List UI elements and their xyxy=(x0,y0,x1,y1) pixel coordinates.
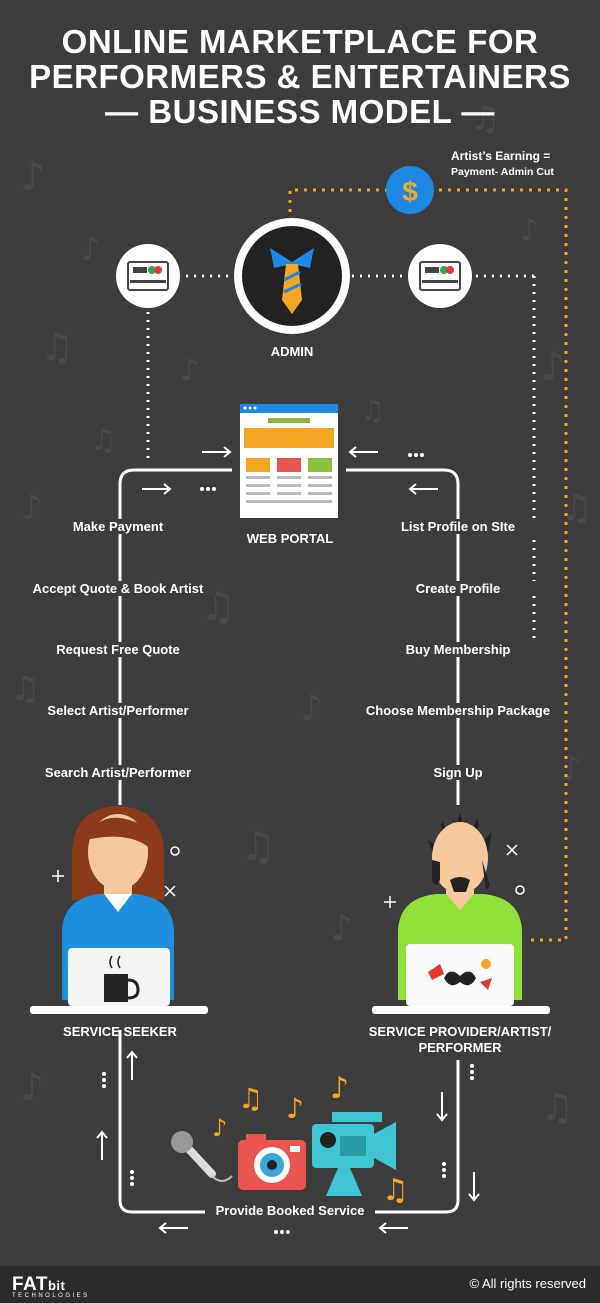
admin-label: ADMIN xyxy=(270,344,314,359)
page-title: ONLINE MARKETPLACE FOR PERFORMERS & ENTE… xyxy=(0,24,600,129)
svg-text:♪: ♪ xyxy=(80,230,100,268)
logo-subtitle: TECHNOLOGIES xyxy=(12,1293,90,1299)
earnings-flow-line xyxy=(288,188,568,942)
svg-text:♪: ♪ xyxy=(330,908,353,949)
svg-text:♪: ♪ xyxy=(180,353,199,388)
sparkle-decor xyxy=(52,844,525,908)
svg-text:♫: ♫ xyxy=(40,325,74,369)
seeker-step-5: Search Artist/Performer xyxy=(20,765,216,780)
camera-icon xyxy=(238,1134,306,1190)
copyright-text: © All rights reserved xyxy=(469,1276,586,1291)
music-note-icon: ♫ ♪ ♪ ♪ ♫ xyxy=(212,1071,409,1208)
artist-earning-note: Artist’s Earning = Payment- Admin Cut xyxy=(451,148,554,180)
svg-text:♫: ♫ xyxy=(90,423,117,458)
svg-text:♫: ♫ xyxy=(238,1082,263,1115)
web-portal-label: WEB PORTAL xyxy=(246,531,334,546)
svg-text:♪: ♪ xyxy=(300,688,323,729)
provider-step-2: Create Profile xyxy=(360,581,556,596)
seeker-flow-line xyxy=(118,468,232,805)
flow-arrows xyxy=(96,446,480,1234)
footer: FATbit TECHNOLOGIES © All rights reserve… xyxy=(0,1266,600,1303)
svg-text:$: $ xyxy=(402,176,418,207)
svg-text:♪: ♪ xyxy=(20,488,43,529)
provider-step-3: Buy Membership xyxy=(360,642,556,657)
logo-bit: bit xyxy=(47,1278,66,1293)
svg-text:♪: ♪ xyxy=(330,1071,349,1106)
provider-step-5: Sign Up xyxy=(360,765,556,780)
svg-text:♪: ♪ xyxy=(212,1114,227,1142)
seeker-step-2: Accept Quote & Book Artist xyxy=(20,581,216,596)
earning-formula-label: Artist’s Earning = xyxy=(451,149,551,163)
service-seeker-avatar xyxy=(30,806,208,1014)
payment-card-icon xyxy=(116,244,180,308)
svg-text:♪: ♪ xyxy=(20,1065,44,1109)
bottom-right-line xyxy=(370,1060,460,1214)
flow-dots xyxy=(102,453,474,1234)
earning-formula-value: Payment- Admin Cut xyxy=(451,166,554,178)
provider-step-4: Choose Membership Package xyxy=(360,703,556,718)
title-line-1: ONLINE MARKETPLACE FOR xyxy=(61,23,539,60)
coffee-mug-icon xyxy=(104,955,140,1002)
provider-step-1: List Profile on SIte xyxy=(360,519,556,534)
mustache-icon xyxy=(428,959,492,990)
title-line-3: — BUSINESS MODEL — xyxy=(105,93,495,130)
svg-text:♪: ♪ xyxy=(540,344,566,390)
dollar-icon: $ xyxy=(386,166,434,214)
svg-text:♫: ♫ xyxy=(382,1173,409,1208)
service-provider-avatar xyxy=(372,812,550,1014)
seeker-step-4: Select Artist/Performer xyxy=(20,703,216,718)
service-provider-label: SERVICE PROVIDER/ARTIST/ PERFORMER xyxy=(360,1024,560,1056)
svg-text:♫: ♫ xyxy=(240,824,276,870)
video-camera-icon xyxy=(312,1112,396,1196)
service-seeker-label: SERVICE SEEKER xyxy=(63,1024,177,1039)
web-portal-icon xyxy=(240,404,338,518)
bottom-left-line xyxy=(118,1030,210,1214)
svg-text:♫: ♫ xyxy=(470,99,500,139)
svg-text:♫: ♫ xyxy=(10,669,40,709)
logo-fat: FAT xyxy=(12,1274,48,1295)
fatbit-logo: FATbit TECHNOLOGIES xyxy=(12,1274,90,1299)
seeker-step-3: Request Free Quote xyxy=(20,642,216,657)
microphone-icon xyxy=(171,1131,233,1182)
provider-label-line-2: PERFORMER xyxy=(418,1040,502,1055)
provider-flow-line xyxy=(346,468,460,805)
title-line-2: PERFORMERS & ENTERTAINERS xyxy=(29,58,571,95)
payment-card-icon xyxy=(408,244,472,308)
provider-label-line-1: SERVICE PROVIDER/ARTIST/ xyxy=(368,1024,552,1039)
svg-text:♫: ♫ xyxy=(360,394,385,427)
svg-text:♫: ♫ xyxy=(540,1085,574,1129)
admin-tie-icon xyxy=(234,218,350,334)
provide-booked-service-label: Provide Booked Service xyxy=(205,1203,375,1218)
svg-text:♪: ♪ xyxy=(20,154,46,200)
svg-text:♪: ♪ xyxy=(520,213,539,248)
seeker-step-1: Make Payment xyxy=(20,519,216,534)
svg-text:♪: ♪ xyxy=(286,1092,304,1125)
